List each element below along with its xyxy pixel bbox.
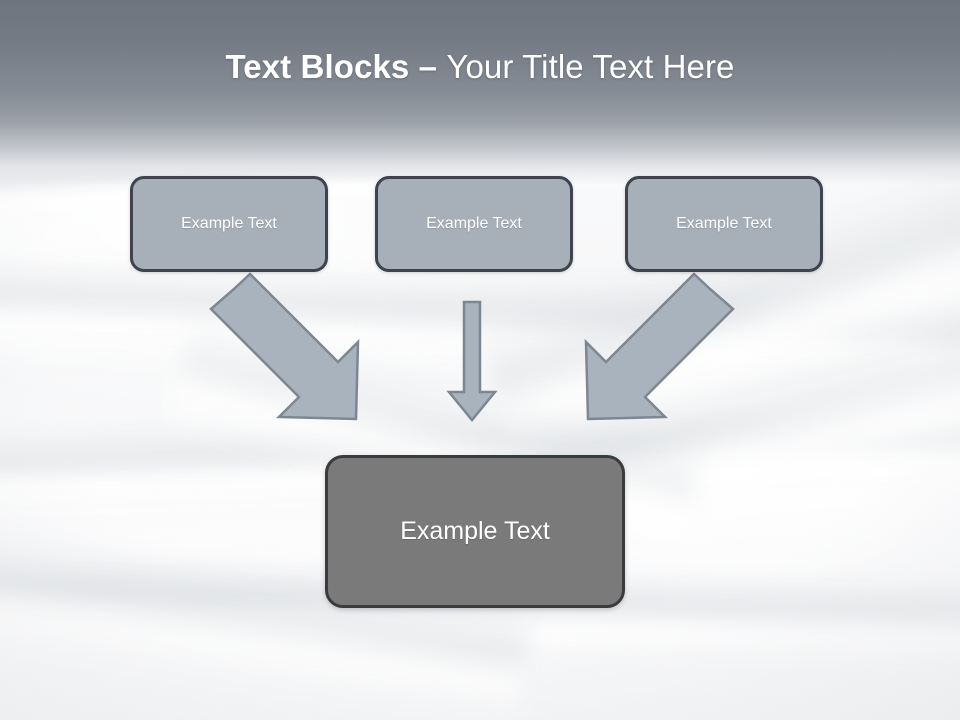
bottom-box-label: Example Text [400,517,550,545]
page-title-light: Your Title Text Here [446,48,735,85]
top-box-2-label: Example Text [426,215,522,232]
top-box-2[interactable]: Example Text [375,176,573,272]
page-title-bold: Text Blocks – [225,48,447,85]
header-band [0,0,960,185]
page-title: Text Blocks – Your Title Text Here [0,48,960,86]
top-box-1[interactable]: Example Text [130,176,328,272]
top-box-1-label: Example Text [181,215,277,232]
top-box-3-label: Example Text [676,215,772,232]
bottom-box[interactable]: Example Text [325,455,625,608]
top-box-3[interactable]: Example Text [625,176,823,272]
